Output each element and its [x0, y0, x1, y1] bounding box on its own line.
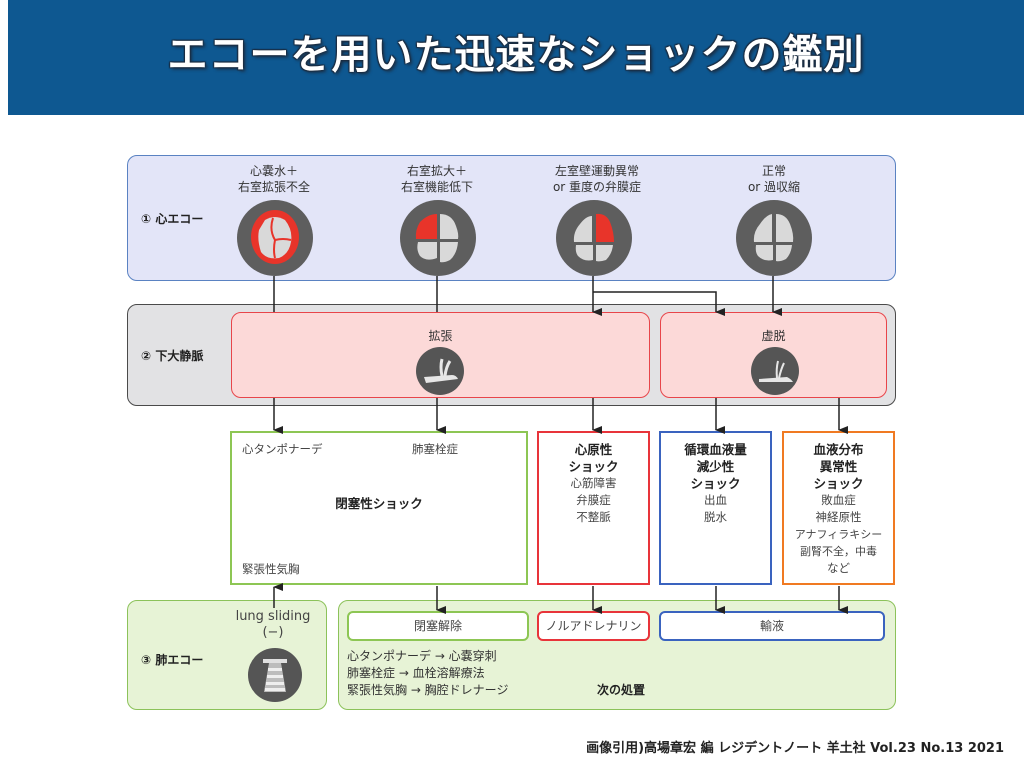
lung-sliding-finding: lung sliding (−) [228, 609, 318, 641]
ivc-collapsed-label: 虚脱 [761, 329, 786, 343]
ivc-dilated-box: 拡張 [231, 312, 650, 398]
shock-title-line: ショック [568, 459, 619, 474]
shock-title-line: 血液分布 [813, 442, 864, 457]
cause-item: 脱水 [704, 510, 727, 524]
shock-title-line: 循環血液量 [684, 442, 747, 457]
shock-title-line: 減少性 [696, 459, 735, 474]
lung-finding-line: lung sliding [235, 609, 311, 624]
heart-rv-dilation-icon [400, 200, 476, 276]
obstructive-shock-box: 心タンポナーデ 肺塞栓症 閉塞性ショック 緊張性気胸 [230, 431, 528, 585]
treatment-relieve-obstruction: 閉塞解除 [347, 611, 529, 641]
lung-finding-line: (−) [262, 625, 284, 640]
distributive-shock-box: 血液分布 異常性 ショック 敗血症 神経原性 アナフィラキシー 副腎不全，中毒 … [782, 431, 895, 585]
image-credit: 画像引用)高場章宏 編 レジデントノート 羊土社 Vol.23 No.13 20… [586, 741, 1004, 756]
cause-cardiac-tamponade: 心タンポナーデ [242, 442, 323, 456]
shock-title-line: 異常性 [819, 459, 858, 474]
next-steps-label: 次の処置 [597, 683, 646, 697]
obstructive-shock-title: 閉塞性ショック [335, 496, 423, 511]
cause-item: 弁膜症 [576, 493, 611, 507]
ivc-dilated-label: 拡張 [428, 329, 453, 343]
heart-finding-2-caption: 右室拡大＋ 右室機能低下 [362, 163, 512, 195]
step-heart-echo-label: ① 心エコー [141, 212, 204, 226]
heart-pericardial-effusion-icon [237, 200, 313, 276]
heart-finding-1-caption: 心嚢水＋ 右室拡張不全 [199, 163, 349, 195]
cause-tension-pneumothorax: 緊張性気胸 [242, 562, 300, 576]
step-ivc-label: ② 下大静脈 [141, 349, 204, 363]
cause-item: 神経原性 [815, 510, 862, 524]
title-banner: エコーを用いた迅速なショックの鑑別 [8, 0, 1024, 115]
cause-item: など [827, 561, 850, 575]
hypovolemic-shock-box: 循環血液量 減少性 ショック 出血 脱水 [659, 431, 772, 585]
ivc-collapsed-box: 虚脱 [660, 312, 887, 398]
caption-line: 右室拡大＋ [406, 164, 467, 178]
caption-line: 右室機能低下 [400, 180, 473, 194]
shock-title-line: 心原性 [574, 442, 613, 457]
treatment-detail-tamponade: 心タンポナーデ → 心嚢穿刺 [347, 649, 497, 663]
treatment-detail-pe: 肺塞栓症 → 血栓溶解療法 [347, 666, 485, 680]
cause-item: 副腎不全，中毒 [800, 545, 877, 558]
treatment-noradrenaline: ノルアドレナリン [537, 611, 650, 641]
caption-line: or 過収縮 [747, 180, 801, 194]
shock-title-line: ショック [813, 476, 864, 491]
cause-item: アナフィラキシー [794, 528, 883, 541]
page-title: エコーを用いた迅速なショックの鑑別 [167, 32, 865, 78]
shock-title-line: ショック [690, 476, 741, 491]
ivc-collapsed-icon [751, 347, 799, 395]
treatment-fluids: 輸液 [659, 611, 885, 641]
caption-line: 左室壁運動異常 [554, 164, 639, 178]
cause-item: 心筋障害 [570, 476, 617, 490]
heart-normal-icon [736, 200, 812, 276]
cause-item: 敗血症 [821, 493, 856, 507]
cause-item: 不整脈 [576, 510, 611, 524]
caption-line: 右室拡張不全 [237, 180, 310, 194]
caption-line: 心嚢水＋ [249, 164, 298, 178]
treatment-detail-pneumothorax: 緊張性気胸 → 胸腔ドレナージ [347, 683, 509, 697]
lung-sliding-absent-icon [248, 648, 302, 702]
caption-line: or 重度の弁膜症 [552, 180, 642, 194]
step-lung-echo-label: ③ 肺エコー [141, 653, 204, 667]
cardiogenic-shock-box: 心原性 ショック 心筋障害 弁膜症 不整脈 [537, 431, 650, 585]
heart-finding-4-caption: 正常 or 過収縮 [699, 163, 849, 195]
heart-finding-3-caption: 左室壁運動異常 or 重度の弁膜症 [522, 163, 672, 195]
cause-item: 出血 [704, 493, 727, 507]
ivc-dilated-icon [416, 347, 464, 395]
cause-pulmonary-embolism: 肺塞栓症 [412, 442, 458, 456]
heart-lv-dysfunction-icon [556, 200, 632, 276]
caption-line: 正常 [761, 164, 786, 178]
